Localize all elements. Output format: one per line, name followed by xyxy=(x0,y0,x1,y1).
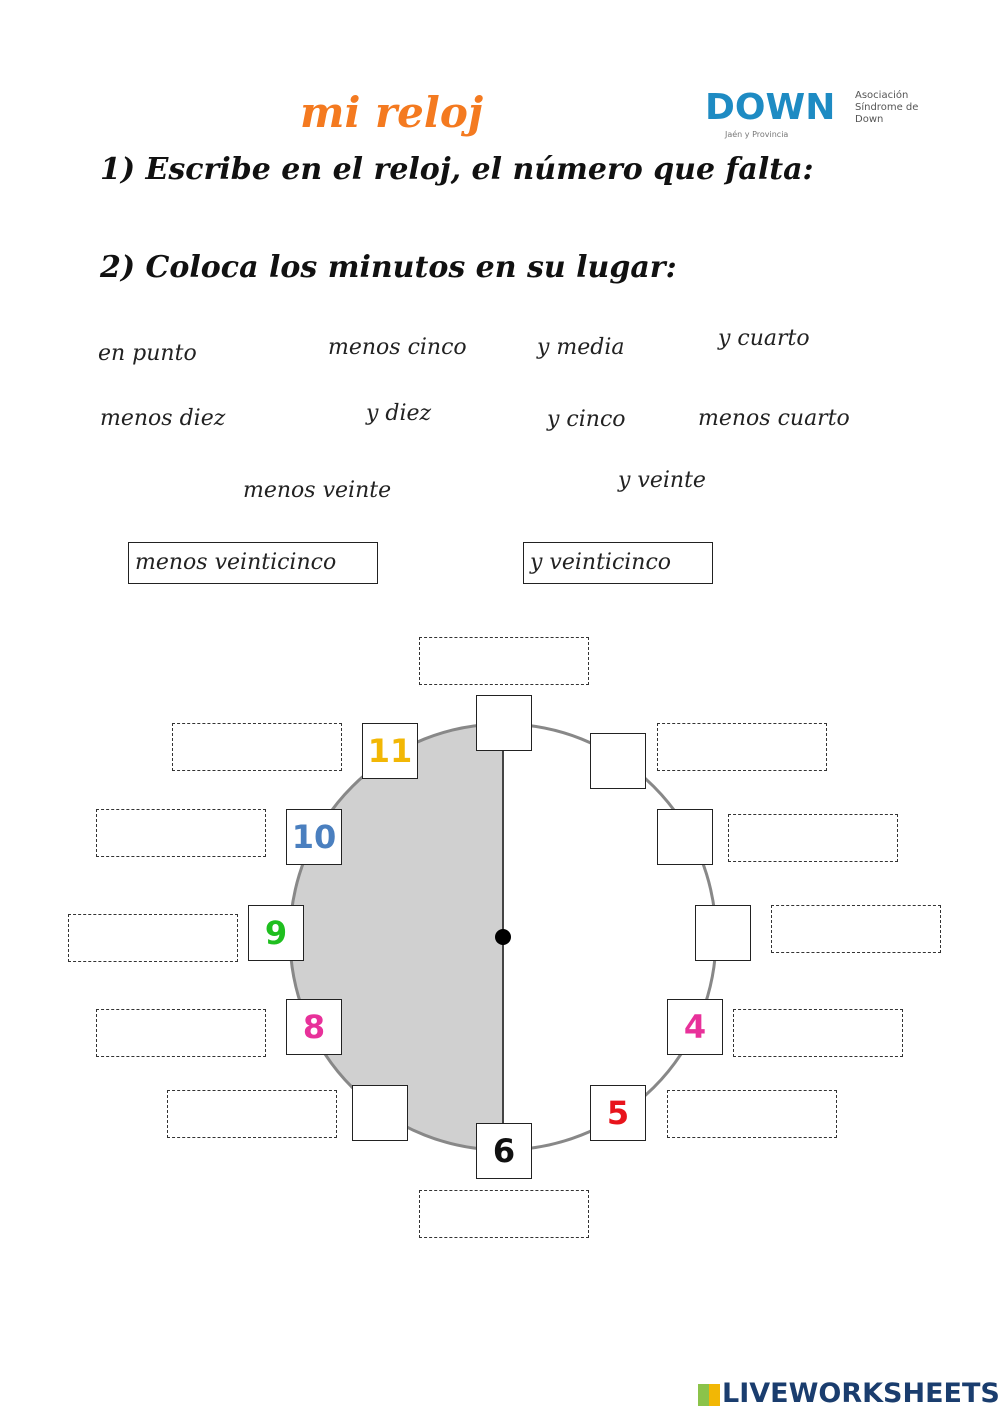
clock-center xyxy=(495,929,511,945)
phrase[interactable]: en punto xyxy=(98,341,197,366)
hour-number-box[interactable] xyxy=(695,905,751,961)
phrase[interactable]: y media xyxy=(537,335,625,360)
hour-number-box: 8 xyxy=(286,999,342,1055)
liveworksheets-logo: LIVEWORKSHEETS xyxy=(698,1378,1000,1409)
minutes-answer-box[interactable] xyxy=(728,814,898,862)
logo-brand: DOWN xyxy=(705,87,836,128)
clock-shaded-half xyxy=(290,724,503,1150)
hour-number-box: 5 xyxy=(590,1085,646,1141)
worksheet-title: mi reloj xyxy=(300,88,484,137)
minutes-answer-box[interactable] xyxy=(419,637,589,685)
hour-number-box: 4 xyxy=(667,999,723,1055)
logo-text: Asociación Síndrome de Down xyxy=(855,90,919,125)
phrase[interactable]: menos diez xyxy=(100,406,226,431)
live-logo-icon xyxy=(698,1383,720,1406)
phrase[interactable]: menos cuarto xyxy=(698,406,850,431)
phrase[interactable]: menos cinco xyxy=(328,335,467,360)
boxed-phrase[interactable]: menos veinticinco xyxy=(128,542,378,584)
logo-sub: Jaén y Provincia xyxy=(725,130,789,139)
instruction-2: 2) Coloca los minutos en su lugar: xyxy=(100,250,677,285)
minutes-answer-box[interactable] xyxy=(419,1190,589,1238)
phrase[interactable]: y diez xyxy=(366,401,432,426)
minutes-answer-box[interactable] xyxy=(68,914,238,962)
boxed-phrase[interactable]: y veinticinco xyxy=(523,542,713,584)
minutes-answer-box[interactable] xyxy=(733,1009,903,1057)
minutes-answer-box[interactable] xyxy=(96,809,266,857)
hour-number-box[interactable] xyxy=(590,733,646,789)
phrase[interactable]: y cinco xyxy=(547,407,626,432)
hour-number-box[interactable] xyxy=(352,1085,408,1141)
footer-brand: LIVEWORKSHEETS xyxy=(722,1378,1000,1409)
hour-number-box: 6 xyxy=(476,1123,532,1179)
phrase[interactable]: y veinte xyxy=(618,468,706,493)
minutes-answer-box[interactable] xyxy=(657,723,827,771)
phrase[interactable]: menos veinte xyxy=(243,478,392,503)
minutes-answer-box[interactable] xyxy=(667,1090,837,1138)
minutes-answer-box[interactable] xyxy=(771,905,941,953)
hour-number-box[interactable] xyxy=(476,695,532,751)
down-logo: DOWN Asociación Síndrome de Down Jaén y … xyxy=(705,88,935,142)
phrase[interactable]: y cuarto xyxy=(718,326,810,351)
hour-number-box: 11 xyxy=(362,723,418,779)
minutes-answer-box[interactable] xyxy=(172,723,342,771)
instruction-1: 1) Escribe en el reloj, el número que fa… xyxy=(100,152,814,187)
minutes-answer-box[interactable] xyxy=(96,1009,266,1057)
hour-number-box: 10 xyxy=(286,809,342,865)
hour-number-box[interactable] xyxy=(657,809,713,865)
minutes-answer-box[interactable] xyxy=(167,1090,337,1138)
hour-number-box: 9 xyxy=(248,905,304,961)
